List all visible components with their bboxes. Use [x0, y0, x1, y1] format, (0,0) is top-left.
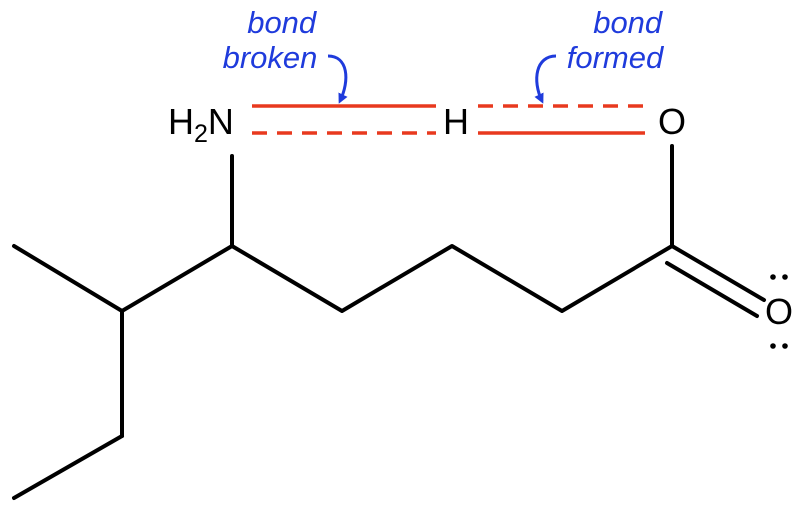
- atom-labels: H2N H O O: [168, 101, 793, 332]
- lone-pair-dot: [782, 274, 788, 280]
- carbonyl-oxygen-label: O: [765, 291, 793, 332]
- bond-highlights: [252, 104, 645, 135]
- carbonyl-double-bond-2: [665, 261, 759, 318]
- lone-pairs: [770, 274, 788, 349]
- main-chain-bond: [12, 244, 674, 313]
- oxygen-label: O: [658, 101, 686, 142]
- ethyl-bond: [12, 434, 124, 500]
- annotation-arrows: [327, 54, 557, 104]
- amine-group-label: H2N: [168, 101, 234, 148]
- annotations: bond broken bond formed: [223, 5, 671, 75]
- bond-broken-annotation: bond broken: [223, 5, 325, 75]
- bond-formed-annotation: bond formed: [567, 5, 671, 75]
- carbonyl-double-bond-1: [670, 244, 766, 302]
- lone-pair-dot: [770, 274, 776, 280]
- transferring-hydrogen-label: H: [443, 101, 469, 142]
- bond-broken-arrow: [327, 54, 348, 104]
- carbon-skeleton: [12, 144, 766, 500]
- bond-formed-arrow: [534, 54, 557, 104]
- lone-pair-dot: [770, 343, 776, 349]
- lone-pair-dot: [782, 343, 788, 349]
